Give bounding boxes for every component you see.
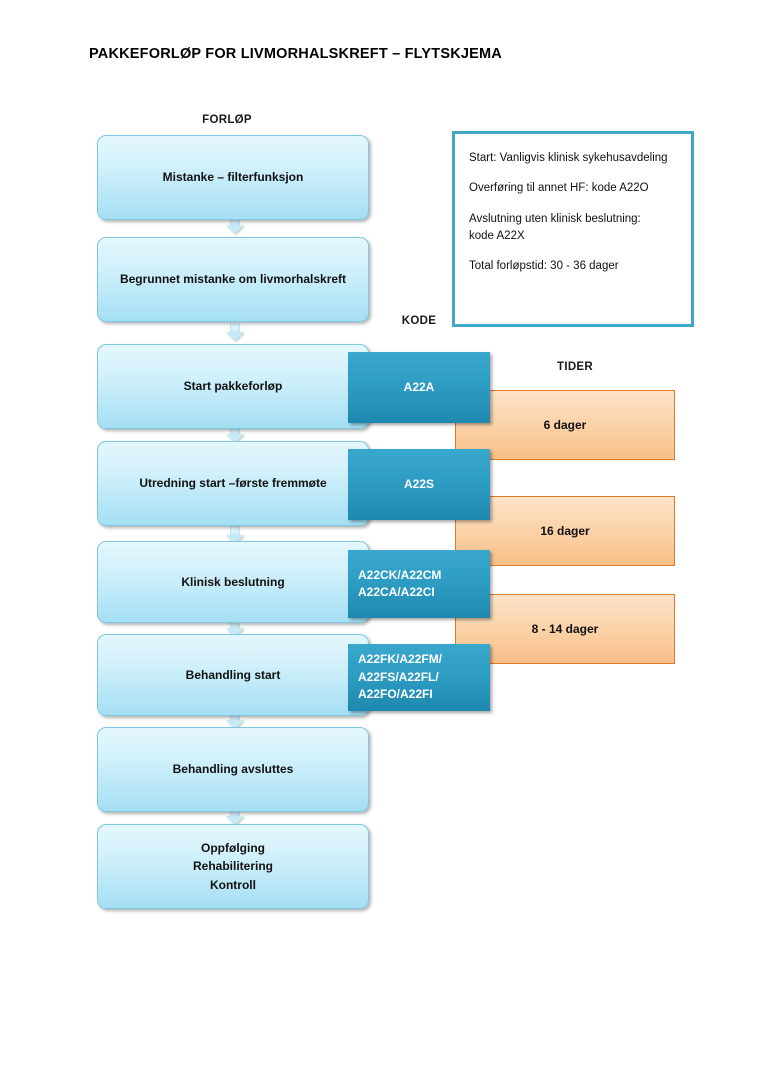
flow-box-label: Behandling avsluttes bbox=[172, 762, 294, 777]
info-line: Total forløpstid: 30 - 36 dager bbox=[469, 260, 619, 272]
code-box-a22s[interactable]: A22S bbox=[348, 449, 490, 520]
flow-box-label: Mistanke – filterfunksjon bbox=[162, 170, 304, 185]
info-line: Start: Vanligvis klinisk sykehusavdeling bbox=[469, 152, 668, 164]
flow-box-klinisk-beslutning[interactable]: Klinisk beslutning bbox=[97, 541, 369, 623]
connector-arrow-5 bbox=[226, 619, 244, 637]
flow-box-label: Start pakkeforløp bbox=[183, 379, 283, 394]
flow-box-behandling-avsluttes[interactable]: Behandling avsluttes bbox=[97, 727, 369, 812]
connector-arrow-4 bbox=[226, 526, 244, 544]
connector-arrow-2 bbox=[226, 323, 244, 341]
connector-arrow-3 bbox=[226, 425, 244, 443]
arrow-shaft bbox=[230, 216, 240, 225]
time-box-label: 6 dager bbox=[543, 418, 587, 432]
flow-box-mistanke-filterfunksjon[interactable]: Mistanke – filterfunksjon bbox=[97, 135, 369, 220]
arrow-shaft bbox=[230, 619, 240, 628]
flow-box-utredning-start[interactable]: Utredning start –første fremmøte bbox=[97, 441, 369, 526]
page-title: PAKKEFORLØP FOR LIVMORHALSKREFT – FLYTSK… bbox=[89, 46, 502, 62]
code-box-label: A22FK/A22FM/A22FS/A22FL/A22FO/A22FI bbox=[358, 652, 443, 702]
code-box-a22a[interactable]: A22A bbox=[348, 352, 490, 423]
flow-box-label: Behandling start bbox=[185, 667, 281, 682]
info-line: Avslutning uten klinisk beslutning:kode … bbox=[469, 212, 641, 242]
flow-box-label: Begrunnet mistanke om livmorhalskreft bbox=[119, 272, 347, 287]
arrow-head bbox=[226, 332, 244, 341]
time-box-label: 16 dager bbox=[540, 524, 590, 538]
column-header-tider: TIDER bbox=[557, 361, 593, 373]
flow-box-label: Klinisk beslutning bbox=[181, 574, 285, 589]
column-header-kode: KODE bbox=[401, 315, 437, 327]
arrow-head bbox=[226, 434, 244, 443]
arrow-head bbox=[226, 628, 244, 637]
code-box-label: A22S bbox=[403, 476, 435, 491]
time-box-label: 8 - 14 dager bbox=[531, 622, 599, 636]
arrow-head bbox=[226, 225, 244, 234]
connector-arrow-1 bbox=[226, 216, 244, 234]
arrow-head bbox=[226, 535, 244, 544]
code-box-a22f-group[interactable]: A22FK/A22FM/A22FS/A22FL/A22FO/A22FI bbox=[348, 644, 490, 711]
flow-box-begrunnet-mistanke[interactable]: Begrunnet mistanke om livmorhalskreft bbox=[97, 237, 369, 322]
flow-box-label: Utredning start –første fremmøte bbox=[139, 476, 327, 491]
flow-box-behandling-start[interactable]: Behandling start bbox=[97, 634, 369, 716]
time-box-1: 6 dager bbox=[455, 390, 675, 460]
arrow-shaft bbox=[230, 425, 240, 434]
arrow-head bbox=[226, 720, 244, 729]
info-line: Overføring til annet HF: kode A22O bbox=[469, 182, 649, 195]
code-box-label: A22A bbox=[403, 379, 435, 394]
info-box: Start: Vanligvis klinisk sykehusavdeling… bbox=[452, 131, 694, 327]
arrow-shaft bbox=[230, 526, 240, 535]
time-box-2: 16 dager bbox=[455, 496, 675, 566]
column-header-forlop: FORLØP bbox=[202, 114, 252, 126]
arrow-head bbox=[226, 816, 244, 825]
time-box-3: 8 - 14 dager bbox=[455, 594, 675, 664]
arrow-shaft bbox=[230, 323, 240, 332]
flow-box-start-pakkeforlop[interactable]: Start pakkeforløp bbox=[97, 344, 369, 429]
